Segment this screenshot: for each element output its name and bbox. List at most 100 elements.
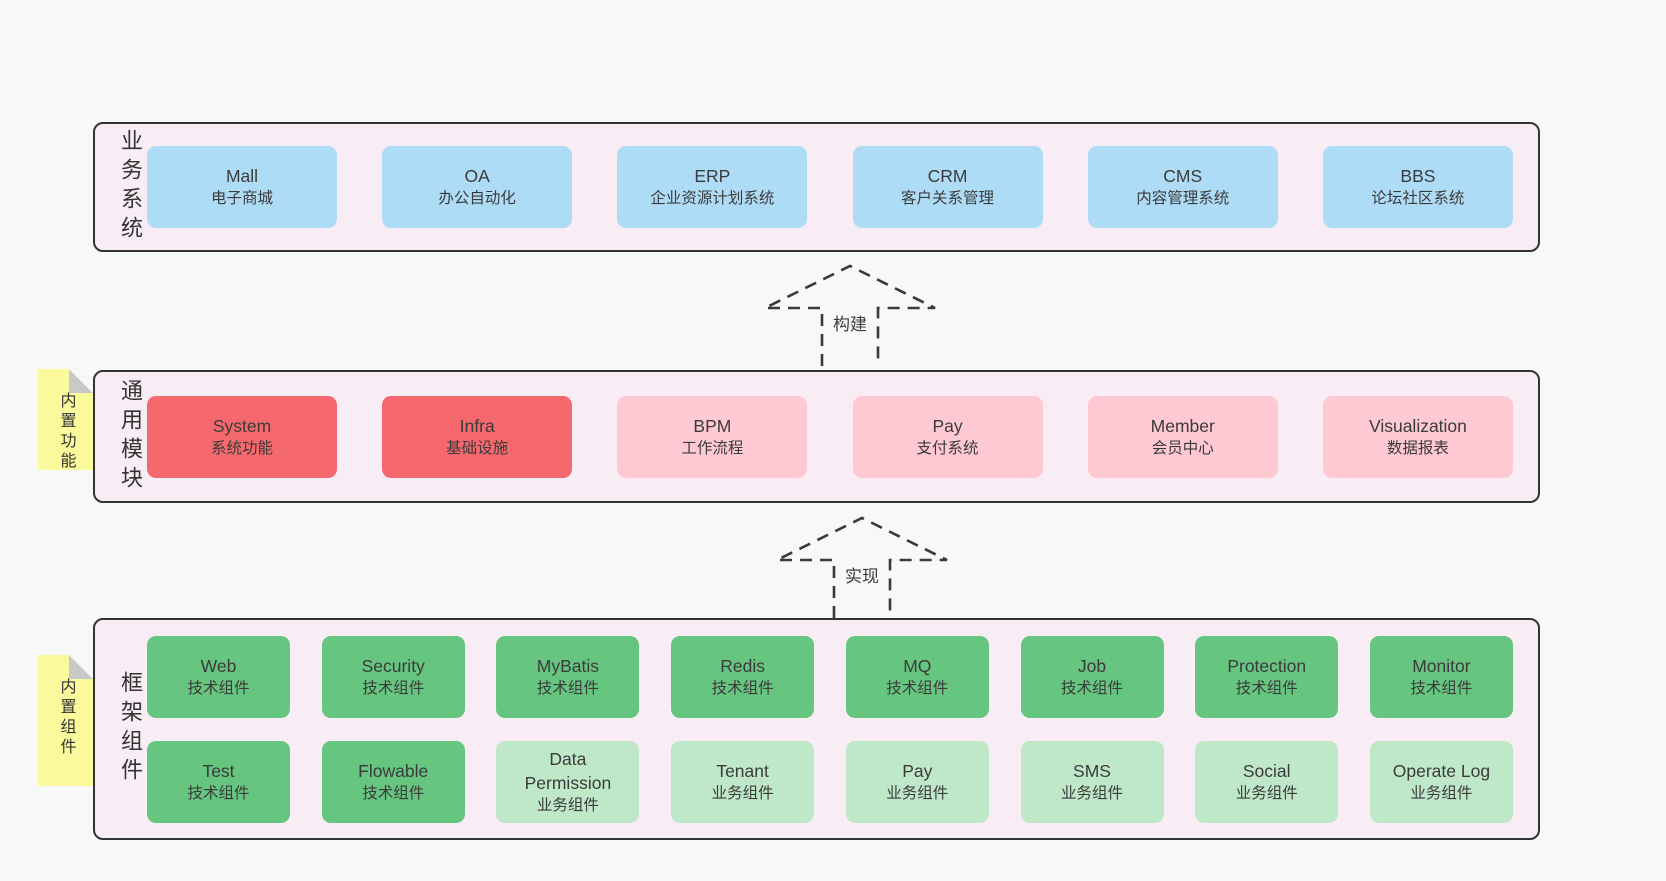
module-box-system: System 系统功能 xyxy=(147,395,337,478)
module-box-desc: 会员中心 xyxy=(1151,439,1214,457)
module-box-desc: 技术组件 xyxy=(1061,679,1124,697)
module-box-tenant: Tenant 业务组件 xyxy=(671,740,815,823)
dashed-up-arrow-icon xyxy=(764,264,936,366)
module-box-name: Protection xyxy=(1227,655,1307,676)
module-box-name: MQ xyxy=(903,655,932,676)
module-box-name: Pay xyxy=(932,415,963,436)
module-box-desc: 业务组件 xyxy=(1235,784,1298,802)
module-box-crm: CRM 客户关系管理 xyxy=(852,146,1043,228)
layer-common-label: 通用模块 xyxy=(118,378,143,495)
build-arrow: 构建 xyxy=(755,260,945,366)
implement-arrow: 实现 xyxy=(767,512,957,618)
module-box-desc: 业务组件 xyxy=(886,784,949,802)
module-box-desc: 技术组件 xyxy=(362,679,425,697)
module-box-name: OA xyxy=(464,166,490,187)
module-box-name: Monitor xyxy=(1412,655,1471,676)
module-box-redis: Redis 技术组件 xyxy=(671,635,815,718)
module-box-name: Job xyxy=(1077,655,1107,676)
module-box-name: Security xyxy=(361,655,425,676)
module-box-desc: 技术组件 xyxy=(1410,679,1473,697)
module-box-security: Security 技术组件 xyxy=(321,635,465,718)
module-box-desc: 技术组件 xyxy=(187,679,250,697)
module-box-data-permission: Data Permission 业务组件 xyxy=(496,740,640,823)
module-box-desc: 技术组件 xyxy=(536,679,599,697)
module-box-desc: 技术组件 xyxy=(362,784,425,802)
module-box-bbs: BBS 论坛社区系统 xyxy=(1322,146,1513,228)
module-box-name: Web xyxy=(200,655,237,676)
module-box-name: Visualization xyxy=(1368,415,1467,436)
folded-corner-icon xyxy=(69,655,93,679)
module-box-name: MyBatis xyxy=(536,655,600,676)
module-box-desc: 内容管理系统 xyxy=(1136,190,1230,208)
module-box-name: SMS xyxy=(1073,760,1111,781)
module-box-name: System xyxy=(212,415,272,436)
module-box-desc: 电子商城 xyxy=(210,190,273,208)
builtin-feature-tag: 内置功能 xyxy=(38,369,93,470)
module-box-cms: CMS 内容管理系统 xyxy=(1087,146,1278,228)
module-box-job: Job 技术组件 xyxy=(1020,635,1164,718)
dashed-up-arrow-icon xyxy=(776,516,948,618)
module-box-desc: 技术组件 xyxy=(711,679,774,697)
folded-corner-icon xyxy=(69,369,93,393)
module-box-operate-log: Operate Log 业务组件 xyxy=(1369,740,1513,823)
layer-business-label: 业务系统 xyxy=(118,129,143,245)
module-box-name: Data Permission xyxy=(524,748,612,793)
module-box-desc: 数据报表 xyxy=(1386,439,1449,457)
module-box-flowable: Flowable 技术组件 xyxy=(321,740,465,823)
module-box-name: Mall xyxy=(225,166,259,187)
module-box-oa: OA 办公自动化 xyxy=(382,146,573,228)
module-box-infra: Infra 基础设施 xyxy=(382,395,573,478)
module-box-test: Test 技术组件 xyxy=(147,740,290,823)
module-box-name: Tenant xyxy=(716,760,769,781)
module-box-desc: 基础设施 xyxy=(446,439,509,457)
module-box-name: Member xyxy=(1150,415,1215,436)
module-box-name: Operate Log xyxy=(1392,760,1491,781)
module-box-desc: 业务组件 xyxy=(1410,784,1473,802)
module-box-name: BPM xyxy=(693,415,732,436)
module-box-name: CMS xyxy=(1163,166,1203,187)
module-box-mq: MQ 技术组件 xyxy=(845,635,989,718)
module-box-name: Social xyxy=(1242,760,1291,781)
module-box-desc: 技术组件 xyxy=(187,784,250,802)
module-box-name: ERP xyxy=(694,166,731,187)
module-box-desc: 客户关系管理 xyxy=(901,190,995,208)
module-box-visualization: Visualization 数据报表 xyxy=(1322,395,1513,478)
module-box-name: Flowable xyxy=(358,760,429,781)
implement-arrow-label: 实现 xyxy=(842,561,882,588)
module-box-desc: 论坛社区系统 xyxy=(1371,190,1465,208)
module-box-web: Web 技术组件 xyxy=(147,635,290,718)
module-box-name: CRM xyxy=(927,166,968,187)
module-box-desc: 业务组件 xyxy=(711,784,774,802)
module-box-desc: 支付系统 xyxy=(916,439,979,457)
module-box-name: Redis xyxy=(720,655,765,676)
build-arrow-label: 构建 xyxy=(830,309,870,336)
module-box-social: Social 业务组件 xyxy=(1195,740,1339,823)
module-box-name: Infra xyxy=(459,415,495,436)
module-box-desc: 技术组件 xyxy=(886,679,949,697)
module-box-protection: Protection 技术组件 xyxy=(1195,635,1339,718)
module-box-pay: Pay 业务组件 xyxy=(845,740,989,823)
module-box-desc: 办公自动化 xyxy=(438,190,516,208)
module-box-monitor: Monitor 技术组件 xyxy=(1369,635,1513,718)
layer-framework-label: 框架组件 xyxy=(118,671,143,787)
builtin-feature-tag-label: 内置功能 xyxy=(57,392,75,472)
module-box-name: BBS xyxy=(1400,166,1436,187)
module-box-member: Member 会员中心 xyxy=(1087,395,1278,478)
module-box-name: Pay xyxy=(902,760,933,781)
module-box-desc: 系统功能 xyxy=(210,439,273,457)
module-box-name: Test xyxy=(202,760,235,781)
module-box-desc: 业务组件 xyxy=(536,796,599,814)
builtin-component-tag: 内置组件 xyxy=(38,655,93,786)
module-box-pay: Pay 支付系统 xyxy=(852,395,1043,478)
module-box-desc: 技术组件 xyxy=(1235,679,1298,697)
builtin-component-tag-label: 内置组件 xyxy=(57,678,75,758)
